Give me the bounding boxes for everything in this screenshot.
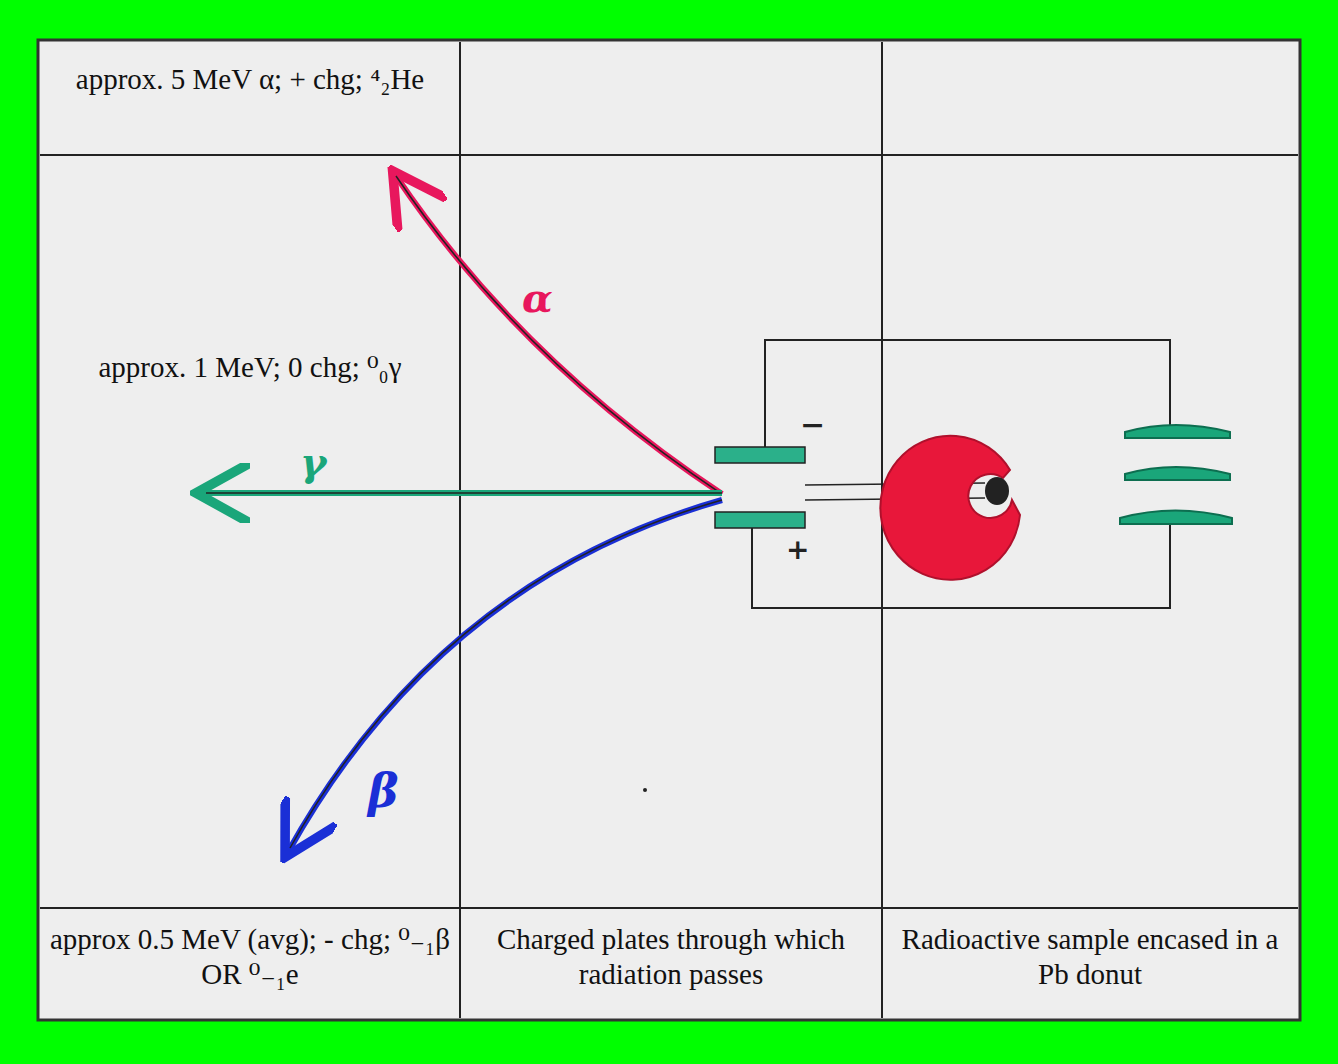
- lead-donut: [880, 436, 1020, 580]
- beta-path-core: [290, 500, 722, 848]
- cell-text: approx 0.5 MeV (avg); - chg; ⁰₋₁β OR ⁰₋₁…: [45, 922, 455, 992]
- cell-text: Radioactive sample encased in a Pb donut: [890, 922, 1290, 992]
- table-grid: [40, 42, 1298, 1018]
- cell-text: approx. 1 MeV; 0 chg; ⁰₀γ: [50, 350, 450, 385]
- battery-symbol: [1120, 425, 1232, 524]
- alpha-path: [396, 176, 722, 494]
- alpha-path-core: [396, 176, 722, 494]
- circuit-wire: [752, 340, 1170, 608]
- table-frame: [38, 40, 1300, 1020]
- cell-text: approx. 5 MeV α; + chg; ⁴₂He: [50, 62, 450, 97]
- beta-path: [288, 500, 722, 852]
- polarity-sign: +: [786, 536, 809, 564]
- gamma-path: [202, 490, 722, 496]
- speck: [643, 788, 647, 792]
- cell-text: Charged plates through which radiation p…: [468, 922, 874, 992]
- polarity-sign: −: [800, 410, 825, 440]
- particle-label: β: [368, 768, 399, 814]
- particle-label: γ: [300, 442, 326, 482]
- charged-plate: [715, 447, 805, 528]
- gamma-path-core: [206, 492, 722, 494]
- particle-label: α: [522, 278, 553, 318]
